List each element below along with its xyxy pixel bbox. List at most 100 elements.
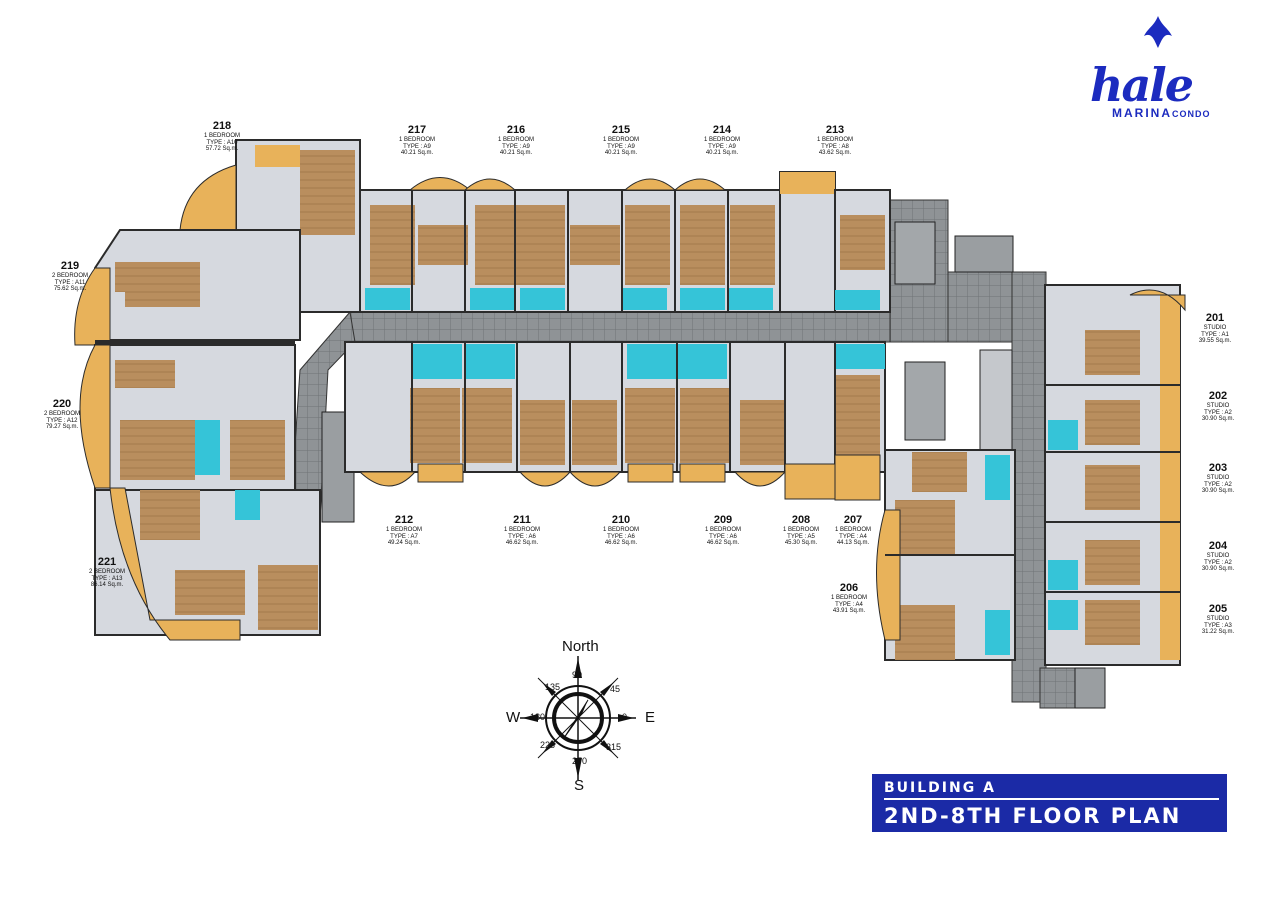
unit-detail: TYPE : A8: [821, 143, 849, 150]
unit-detail: 1 BEDROOM: [385, 526, 423, 533]
unit-number: 221: [97, 556, 117, 568]
unit-detail: 1 BEDROOM: [497, 136, 535, 143]
unit-detail: 45.30 Sq.m.: [784, 540, 818, 547]
unit-number: 211: [513, 514, 531, 526]
unit-number: 214: [712, 124, 732, 136]
fountain-icon: [1144, 16, 1172, 48]
degree-label: 270: [572, 756, 588, 766]
unit-detail: 46.62 Sq.m.: [505, 540, 539, 547]
degree-label: 45: [610, 684, 621, 694]
floor-plan-title: BUILDING A 2ND-8TH FLOOR PLAN: [872, 774, 1227, 832]
degree-label: 135: [545, 682, 561, 692]
degree-label: 225: [540, 740, 556, 750]
compass-north: North: [562, 638, 599, 655]
unit-detail: 46.62 Sq.m.: [604, 540, 638, 547]
unit-detail: 75.62 Sq.m.: [53, 286, 87, 293]
unit-detail: 31.22 Sq.m.: [1201, 629, 1235, 636]
unit-detail: 86.14 Sq.m.: [90, 582, 124, 589]
unit-number: 205: [1208, 603, 1228, 615]
unit-detail: 1 BEDROOM: [398, 136, 436, 143]
east-wing-units: [876, 284, 1186, 666]
unit-detail: TYPE : A9: [607, 143, 635, 150]
unit-number: 216: [506, 124, 526, 136]
unit-detail: 30.90 Sq.m.: [1201, 416, 1235, 423]
unit-detail: 49.24 Sq.m.: [387, 540, 421, 547]
unit-detail: STUDIO: [1206, 615, 1230, 622]
unit-number: 220: [52, 398, 72, 410]
floor-range: 2ND-8TH FLOOR PLAN: [884, 804, 1182, 828]
unit-detail: 30.90 Sq.m.: [1201, 566, 1235, 573]
unit-detail: 1 BEDROOM: [203, 132, 241, 139]
compass-west: W: [506, 709, 521, 726]
unit-detail: TYPE : A2: [1204, 559, 1232, 566]
unit-detail: 1 BEDROOM: [830, 594, 868, 601]
unit-detail: 1 BEDROOM: [816, 136, 854, 143]
unit-detail: TYPE : A5: [787, 533, 815, 540]
compass-rose: [520, 656, 636, 780]
unit-detail: 57.72 Sq.m.: [205, 146, 239, 153]
unit-detail: 79.27 Sq.m.: [45, 424, 79, 431]
brand-logo: hale MARINACONDO: [1090, 14, 1260, 124]
unit-detail: STUDIO: [1206, 402, 1230, 409]
unit-detail: 46.62 Sq.m.: [706, 540, 740, 547]
south-units: [344, 341, 886, 501]
degree-label: 315: [606, 742, 622, 752]
brand-wordmark: hale: [1090, 58, 1194, 112]
unit-detail: TYPE : A4: [839, 533, 867, 540]
unit-detail: TYPE : A9: [403, 143, 431, 150]
west-wing-units: [74, 139, 361, 641]
unit-number: 208: [791, 514, 811, 526]
unit-detail: TYPE : A13: [91, 575, 123, 582]
unit-detail: TYPE : A3: [1204, 622, 1232, 629]
unit-detail: STUDIO: [1206, 552, 1230, 559]
degree-label: 0: [622, 712, 628, 722]
unit-number: 210: [611, 514, 631, 526]
degree-label: 90: [572, 670, 583, 680]
unit-detail: 39.55 Sq.m.: [1198, 338, 1232, 345]
brand-subtitle: MARINACONDO: [1112, 106, 1211, 120]
unit-number: 213: [825, 124, 845, 136]
unit-detail: TYPE : A12: [46, 417, 78, 424]
unit-detail: 43.62 Sq.m.: [818, 150, 852, 157]
unit-detail: 2 BEDROOM: [88, 568, 126, 575]
unit-detail: 40.21 Sq.m.: [400, 150, 434, 157]
unit-number: 206: [839, 582, 859, 594]
unit-detail: TYPE : A1: [1201, 331, 1229, 338]
compass-east: E: [645, 709, 656, 726]
north-units: [359, 171, 891, 313]
unit-detail: 1 BEDROOM: [703, 136, 741, 143]
title-divider: [884, 798, 1219, 800]
unit-detail: TYPE : A6: [607, 533, 635, 540]
building-name: BUILDING A: [884, 780, 996, 796]
unit-detail: 2 BEDROOM: [51, 272, 89, 279]
unit-detail: 1 BEDROOM: [503, 526, 541, 533]
unit-number: 219: [60, 260, 80, 272]
unit-detail: TYPE : A7: [390, 533, 418, 540]
unit-number: 202: [1208, 390, 1228, 402]
unit-number: 209: [713, 514, 733, 526]
unit-detail: 2 BEDROOM: [43, 410, 81, 417]
unit-number: 203: [1208, 462, 1228, 474]
unit-detail: 1 BEDROOM: [782, 526, 820, 533]
unit-number: 204: [1208, 540, 1228, 552]
unit-detail: 44.13 Sq.m.: [836, 540, 870, 547]
unit-detail: STUDIO: [1206, 474, 1230, 481]
unit-detail: 40.21 Sq.m.: [705, 150, 739, 157]
compass-south: S: [574, 777, 585, 794]
unit-number: 218: [212, 120, 232, 132]
unit-detail: STUDIO: [1203, 324, 1227, 331]
